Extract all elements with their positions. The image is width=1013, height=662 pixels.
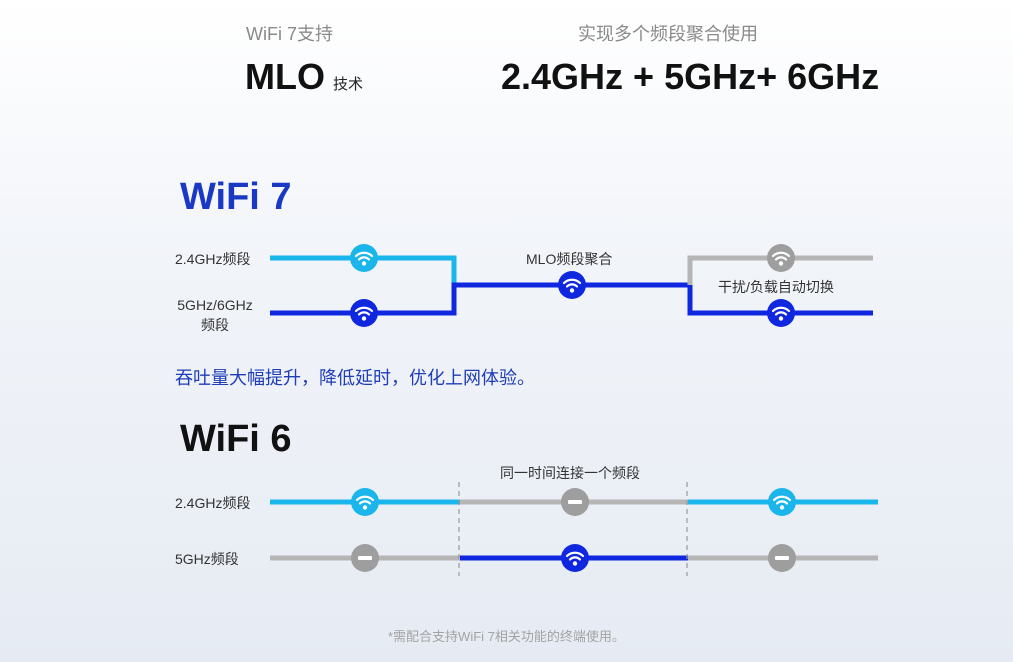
wifi6-band-24-label: 2.4GHz频段 <box>175 495 251 511</box>
minus-icon <box>568 500 582 504</box>
wifi7-band-5-label-line2: 频段 <box>201 317 229 333</box>
wifi6-node-5-2 <box>561 544 589 572</box>
mlo-heading-suffix: 技术 <box>332 76 363 93</box>
wifi7-node-5-left <box>350 299 378 327</box>
wifi6-node-24-1 <box>351 488 379 516</box>
wifi7-band-5-right-line <box>687 285 873 316</box>
wifi7-title: WiFi 7 <box>180 176 292 218</box>
minus-icon <box>358 556 372 560</box>
footnote: *需配合支持WiFi 7相关功能的终端使用。 <box>388 629 625 644</box>
mlo-aggregate-label: MLO频段聚合 <box>526 251 613 267</box>
wifi7-node-24-right <box>767 244 795 272</box>
mlo-heading-main: MLO <box>245 56 325 97</box>
wifi7-band-5-label-line1: 5GHz/6GHz <box>177 297 253 313</box>
wifi7-band-24-right-line <box>687 255 873 285</box>
wifi6-band-5-label: 5GHz频段 <box>175 551 239 567</box>
auto-switch-label: 干扰/负载自动切换 <box>718 279 834 295</box>
wifi6-title: WiFi 6 <box>180 418 292 460</box>
wifi6-node-24-2 <box>561 488 589 516</box>
wifi7-node-5-right <box>767 299 795 327</box>
wifi6-node-5-3 <box>768 544 796 572</box>
wifi6-node-5-1 <box>351 544 379 572</box>
mlo-subtitle: WiFi 7支持 <box>246 24 333 44</box>
wifi7-benefit-text: 吞吐量大幅提升，降低延时，优化上网体验。 <box>175 368 535 388</box>
wifi6-node-24-3 <box>768 488 796 516</box>
wifi7-band-5-label: 5GHz/6GHz 频段 <box>170 295 260 335</box>
minus-icon <box>775 556 789 560</box>
wifi7-band-24-label: 2.4GHz频段 <box>175 251 251 267</box>
wifi7-band-5-line <box>270 282 690 316</box>
mlo-heading: MLO 技术 <box>245 56 363 98</box>
bands-heading: 2.4GHz + 5GHz+ 6GHz <box>501 56 880 97</box>
wifi7-node-24-left <box>350 244 378 272</box>
single-band-note: 同一时间连接一个频段 <box>500 465 640 481</box>
wifi7-band-24-line <box>270 255 457 285</box>
bands-subtitle: 实现多个频段聚合使用 <box>578 24 758 44</box>
wifi7-node-aggregate <box>558 271 586 299</box>
